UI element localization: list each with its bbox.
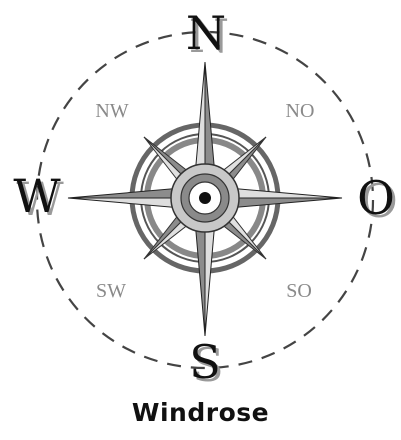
- southeast-label: SO: [286, 280, 312, 302]
- northwest-label: NW: [95, 100, 128, 122]
- hub-dot: [199, 192, 211, 204]
- east-label: O: [357, 171, 395, 225]
- northeast-label: NO: [286, 100, 315, 122]
- west-label: W: [13, 169, 61, 223]
- north-label: N: [186, 6, 226, 60]
- compass-rose: N N O O S S W W NW NO SW SO: [0, 0, 401, 390]
- caption-title: Windrose: [0, 398, 401, 427]
- south-label: S: [189, 335, 221, 389]
- southwest-label: SW: [96, 280, 126, 302]
